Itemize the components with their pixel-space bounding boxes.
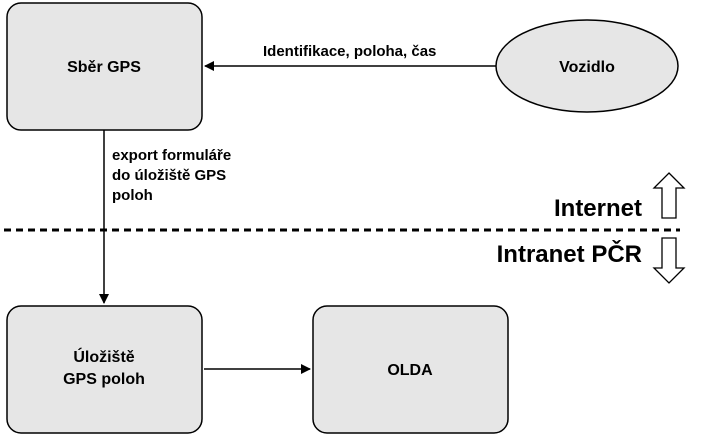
node-uloziste-label-line2: GPS poloh — [63, 371, 145, 388]
edge-vozidlo-to-sber: Identifikace, poloha, čas — [204, 43, 496, 71]
node-uloziste-box — [6, 305, 203, 434]
zone-label-internet: Internet — [554, 195, 642, 222]
zone-label-intranet: Intranet PČR — [497, 240, 642, 268]
edge-sber-to-uloziste: export formuláře do úložiště GPS poloh — [99, 130, 231, 304]
edge-sber-to-uloziste-label-line1: export formuláře — [112, 147, 231, 164]
node-uloziste-label-line1: Úložiště — [73, 347, 134, 366]
node-sber-gps-label: Sběr GPS — [67, 59, 141, 76]
node-vozidlo: Vozidlo — [495, 19, 679, 113]
node-olda-label: OLDA — [387, 362, 433, 379]
node-vozidlo-label: Vozidlo — [559, 59, 615, 76]
up-arrow-icon — [652, 172, 686, 219]
edge-sber-to-uloziste-label-line3: poloh — [112, 187, 153, 204]
down-arrow-icon — [652, 237, 686, 284]
edge-sber-to-uloziste-label-line2: do úložiště GPS — [112, 167, 226, 184]
node-olda: OLDA — [312, 305, 509, 434]
edge-vozidlo-to-sber-label: Identifikace, poloha, čas — [263, 43, 436, 60]
node-uloziste: Úložiště GPS poloh — [6, 305, 203, 434]
node-olda-box — [312, 305, 509, 434]
node-sber-gps: Sběr GPS — [6, 2, 203, 131]
